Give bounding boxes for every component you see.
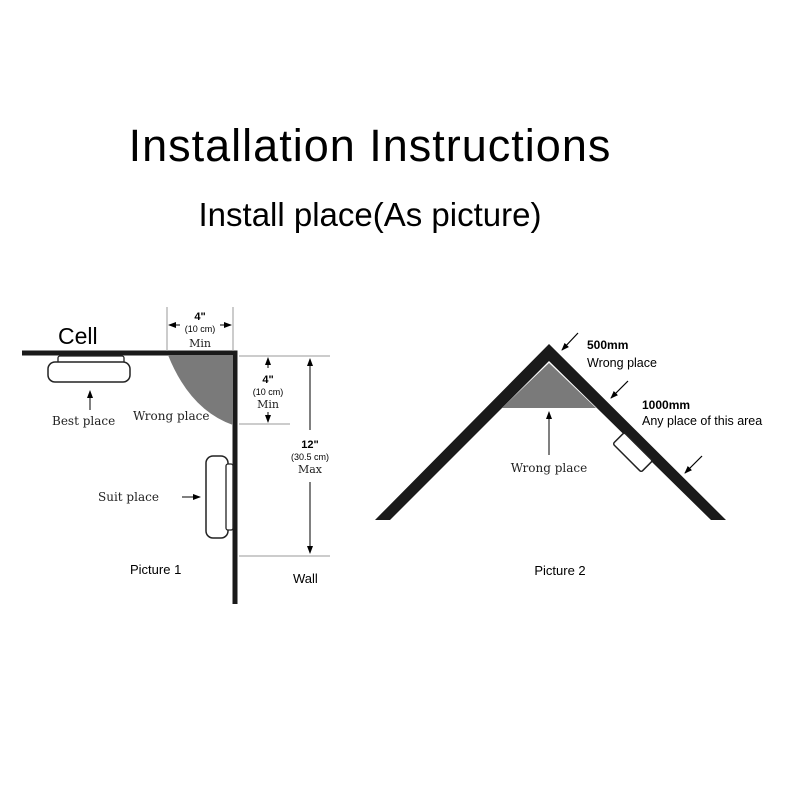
wall-dim-qualifier: Max <box>298 463 323 476</box>
dim-1000-label: 1000mm <box>642 398 690 412</box>
picture-2: 500mm Wrong place 1000mm Any place of th… <box>375 332 762 578</box>
wall-label: Wall <box>293 571 318 586</box>
detector-ceiling-body <box>47 361 131 383</box>
page-title: Installation Instructions <box>128 120 612 171</box>
any-place-label: Any place of this area <box>642 414 762 428</box>
suit-place-label: Suit place <box>98 490 159 504</box>
cell-label: Cell <box>58 323 98 349</box>
wrong-place-shade <box>168 355 233 425</box>
top-dim-metric: (10 cm) <box>185 324 216 334</box>
top-dim-qualifier: Min <box>189 337 211 350</box>
picture-2-caption: Picture 2 <box>534 563 585 578</box>
top-dim-value: 4" <box>194 311 205 323</box>
detector-wall-body <box>205 455 229 539</box>
wrong-place-top-label: Wrong place <box>587 356 657 370</box>
picture-1-caption: Picture 1 <box>130 562 181 577</box>
wrong-place-shade-2 <box>502 363 596 408</box>
wrong-place-label-2: Wrong place <box>511 461 587 475</box>
wall-dim-metric: (30.5 cm) <box>291 452 329 462</box>
side-dim-value: 4" <box>262 374 273 386</box>
wrong-place-label: Wrong place <box>133 409 209 423</box>
wall-dim-value: 12" <box>301 439 318 451</box>
side-dim-qualifier: Min <box>257 398 279 411</box>
best-place-label: Best place <box>52 414 115 428</box>
picture-1: Cell Best place Wrong place 4" (10 cm) M… <box>22 307 330 604</box>
dim-500-label: 500mm <box>587 338 628 352</box>
detector-slope <box>612 432 653 473</box>
page-subtitle: Install place(As picture) <box>198 196 542 233</box>
ceiling-line <box>22 350 238 604</box>
detector-wall-base <box>225 463 234 531</box>
side-dim-metric: (10 cm) <box>253 387 284 397</box>
